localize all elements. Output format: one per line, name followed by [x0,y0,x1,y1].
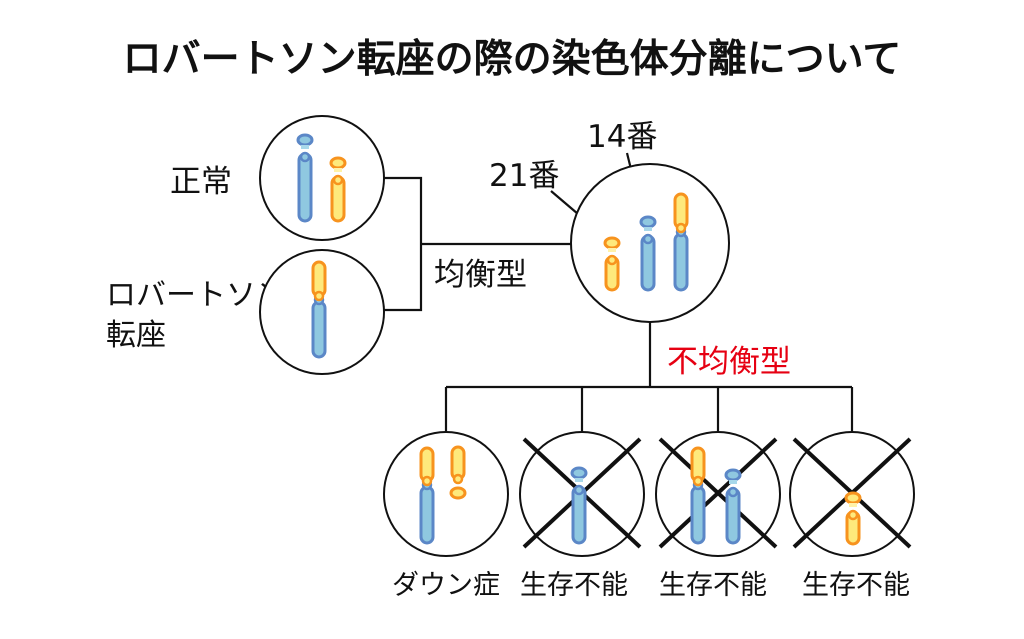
diagram-title: ロバートソン転座の際の染色体分離について [123,37,902,82]
translocated-chromosome [690,446,706,545]
satellite [639,215,657,229]
satellite [296,133,314,147]
chr14-arm [690,485,706,545]
translocated-chromosome [419,446,435,545]
satellite [844,491,862,505]
centromere [452,473,464,485]
stalk [644,227,652,231]
outcome-label: 生存不能 [802,570,910,601]
chr21 [844,491,862,546]
centromere [606,254,618,266]
translocated-chromosome [673,192,689,292]
stalk [301,145,309,149]
centromere [727,486,739,498]
chr21 [603,236,621,292]
stalk [849,503,857,507]
outcome-label: 生存不能 [520,570,628,601]
stalk [729,480,737,484]
centromere [299,151,311,163]
cell-robertsonian [259,249,385,375]
label-chr21: 21番 [489,158,559,194]
satellite [329,156,347,170]
cell-balanced [570,163,730,323]
centromere [847,509,859,521]
centromere [573,484,585,496]
cell-nonviable [519,431,645,557]
satellite [603,236,621,250]
label-normal: 正常 [170,164,232,200]
satellite [724,468,742,482]
cell-down-syndrome [383,431,509,557]
label-robertsonian-1: ロバートソン [106,278,286,313]
centromere [692,475,704,487]
label-chr14: 14番 [587,119,657,155]
chr14-arm [311,300,327,359]
stalk [334,168,342,172]
chr14 [724,468,742,545]
chr14 [570,466,588,545]
label-unbalanced: 不均衡型 [667,344,791,380]
label-balanced: 均衡型 [434,257,527,293]
chr14-arm [673,232,689,292]
cell-normal [259,115,385,241]
centromere [421,475,433,487]
centromere [642,233,654,245]
stalk [575,478,583,482]
chromosome-arm [297,152,313,223]
centromere [313,290,325,302]
satellite [570,466,588,480]
chr21 [449,445,467,500]
centromere [675,222,687,234]
outcome-label: ダウン症 [392,570,500,601]
chr14-arm [419,485,435,545]
cross-icon [658,437,778,549]
cell-circle [383,431,509,557]
outcome-label: 生存不能 [659,570,767,601]
cell-nonviable [789,431,915,557]
chr14 [639,215,657,292]
chr14 [296,133,314,223]
translocated-chromosome [311,260,327,359]
chr21 [329,156,347,223]
label-robertsonian-2: 転座 [106,318,166,353]
satellite [449,486,467,500]
chromosome-arm [571,485,587,545]
stalk [608,248,616,252]
cell-nonviable [655,431,781,557]
centromere [332,174,344,186]
cell-circle [259,115,385,241]
